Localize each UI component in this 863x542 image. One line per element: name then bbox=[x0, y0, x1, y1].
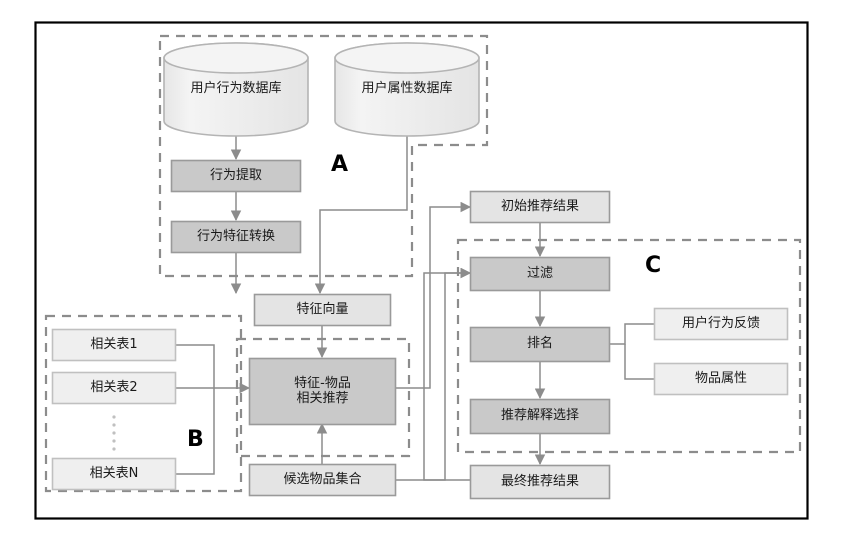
node-rank[interactable] bbox=[469, 326, 611, 363]
node-behavior-extract[interactable] bbox=[170, 159, 302, 193]
node-behavior-transform[interactable] bbox=[170, 220, 302, 254]
feature-rec-boundary bbox=[235, 337, 411, 458]
vertical-ellipsis-icon bbox=[112, 415, 116, 451]
node-initial-result[interactable] bbox=[469, 190, 611, 224]
node-final-result[interactable] bbox=[469, 464, 611, 500]
node-relation-table-n[interactable] bbox=[51, 457, 177, 491]
group-b-label: B bbox=[187, 427, 204, 452]
edge-itemattr-to-rank bbox=[624, 344, 654, 380]
edge-table1-bus bbox=[175, 344, 215, 388]
edge-profiledb-to-featurevector bbox=[314, 136, 408, 295]
node-feature-item-rec[interactable] bbox=[248, 357, 397, 426]
node-relation-table-1[interactable] bbox=[51, 328, 177, 362]
group-a-label: A bbox=[331, 152, 349, 177]
node-user-behavior-db[interactable] bbox=[163, 42, 309, 137]
group-a-boundary bbox=[158, 34, 489, 278]
node-user-feedback[interactable] bbox=[653, 307, 789, 341]
edge-feedback-to-rank bbox=[597, 323, 654, 350]
group-b-boundary bbox=[44, 314, 243, 493]
node-filter[interactable] bbox=[469, 256, 611, 292]
group-c-boundary bbox=[456, 238, 802, 454]
node-item-attribute[interactable] bbox=[653, 362, 789, 396]
group-c-label: C bbox=[645, 253, 662, 278]
node-explain-select[interactable] bbox=[469, 398, 611, 435]
node-user-profile-db[interactable] bbox=[334, 42, 480, 137]
edge-rec-to-initialresult bbox=[395, 201, 472, 389]
node-candidate-items[interactable] bbox=[248, 463, 397, 497]
node-feature-vector[interactable] bbox=[253, 293, 392, 327]
node-relation-table-2[interactable] bbox=[51, 371, 177, 405]
edge-finalresult-feedback bbox=[423, 267, 472, 481]
edge-tablen-bus bbox=[175, 388, 215, 475]
